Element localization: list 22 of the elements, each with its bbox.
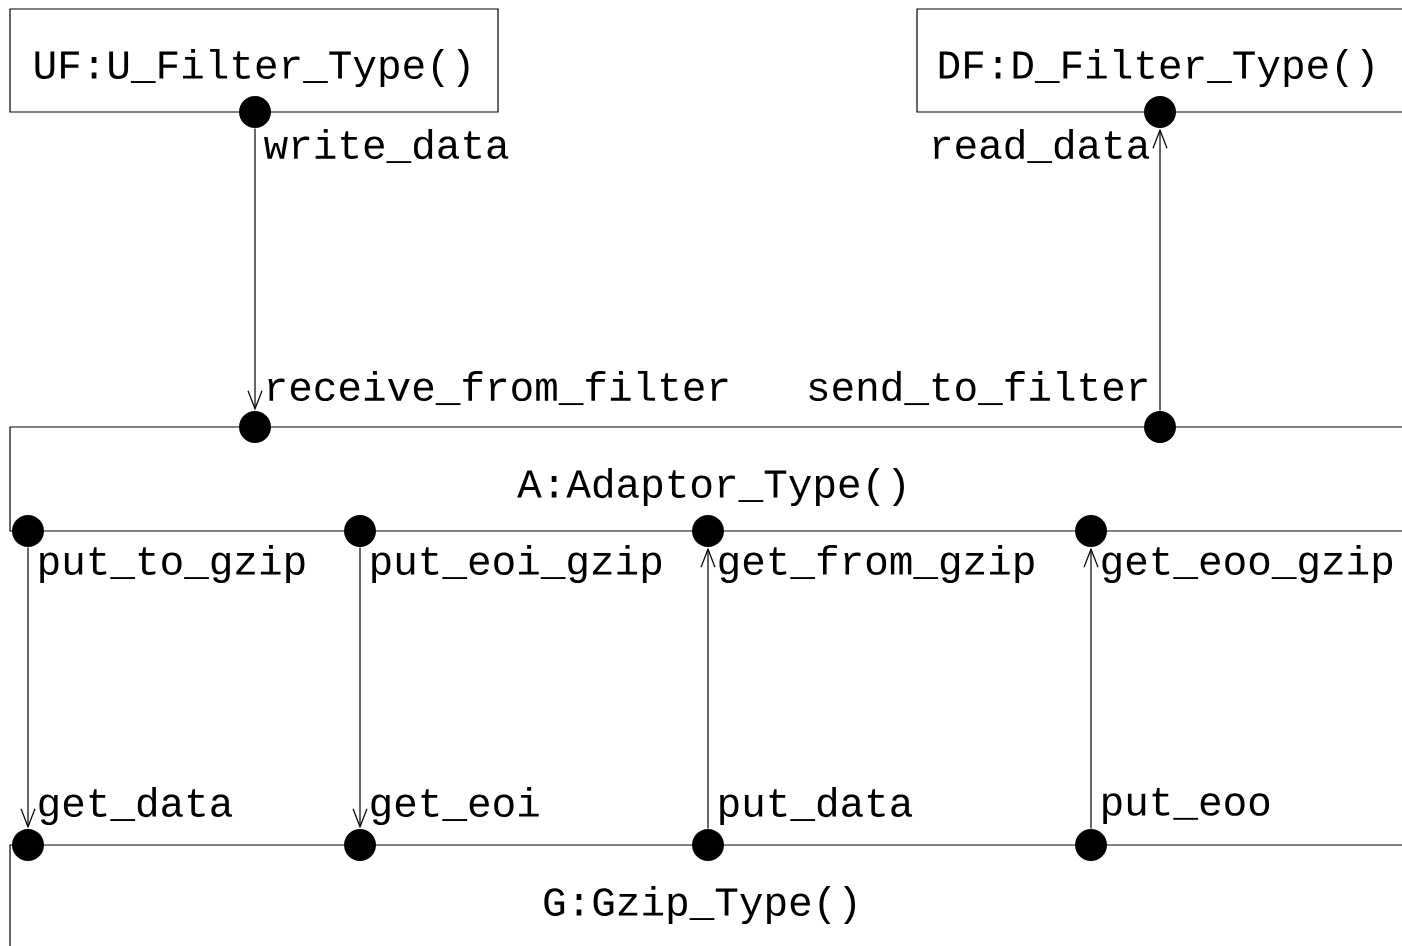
component-box: UF:U_Filter_Type() — [9, 8, 499, 113]
port-label: write_data — [264, 128, 509, 164]
arrow — [1152, 128, 1168, 411]
port-label: put_eoo — [1103, 788, 1270, 824]
arrow — [1083, 547, 1099, 829]
port-label: get_data — [39, 786, 232, 826]
arrow — [352, 547, 368, 829]
arrow — [247, 128, 263, 411]
arrow — [20, 547, 36, 829]
port-label: get_from_gzip — [719, 544, 1034, 584]
port-label: receive_from_filter — [268, 370, 728, 406]
component-box: DF:D_Filter_Type() — [916, 8, 1402, 113]
port-label: put_eoi_gzip — [372, 544, 662, 584]
component-box: A:Adaptor_Type() — [9, 426, 1402, 532]
port-label: send_to_filter — [809, 370, 1147, 406]
port-label: put_to_gzip — [40, 544, 305, 584]
port-label: get_eoi — [371, 786, 539, 826]
port-label: read_data — [933, 128, 1149, 164]
port-label: put_data — [720, 786, 912, 826]
port-label: get_eoo_gzip — [1102, 544, 1393, 584]
component-box: G:Gzip_Type() — [9, 844, 1402, 946]
arrow — [700, 547, 716, 829]
